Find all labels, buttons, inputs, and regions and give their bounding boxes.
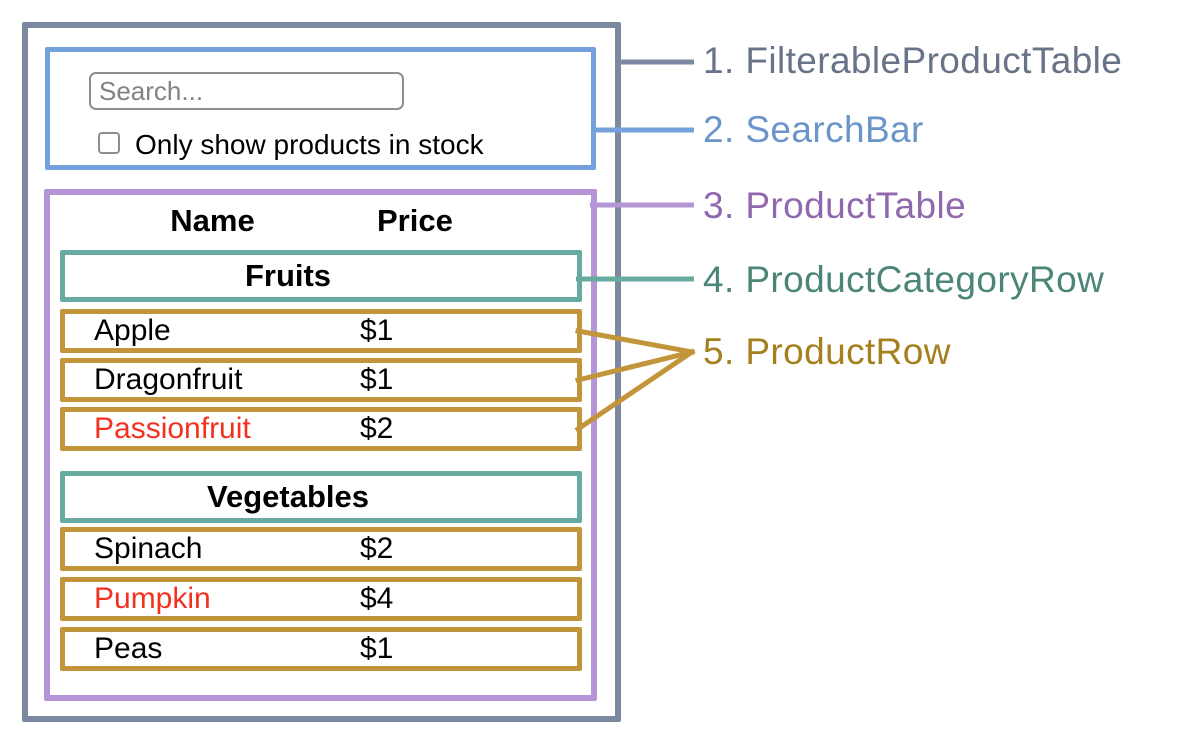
product-price: $1 [360,632,394,665]
column-header-name: Name [170,203,255,238]
product-name-out-of-stock: Pumpkin [94,582,211,615]
category-label: Vegetables [207,479,369,514]
legend-product-row: 5. ProductRow [703,331,951,372]
product-name-out-of-stock: Passionfruit [94,412,251,445]
product-price: $1 [360,363,394,396]
product-row-apple: Apple $1 [60,309,582,353]
product-name: Dragonfruit [94,363,243,396]
search-input[interactable] [89,72,404,110]
legend-search-bar: 2. SearchBar [703,109,924,150]
in-stock-checkbox-label: Only show products in stock [135,129,484,160]
product-name: Apple [94,314,171,347]
product-row-peas: Peas $1 [60,627,582,671]
category-row-fruits: Fruits [60,250,582,302]
product-row-passionfruit: Passionfruit $2 [60,407,582,451]
legend-product-category-row: 4. ProductCategoryRow [703,259,1105,300]
category-row-vegetables: Vegetables [60,471,582,523]
product-price: $1 [360,314,394,347]
product-price: $2 [360,412,394,445]
legend-filterable-product-table: 1. FilterableProductTable [703,40,1123,81]
table-header-row: Name Price [65,203,577,239]
product-row-pumpkin: Pumpkin $4 [60,577,582,621]
in-stock-checkbox[interactable] [98,132,120,154]
legend-product-table: 3. ProductTable [703,185,967,226]
product-row-dragonfruit: Dragonfruit $1 [60,358,582,402]
column-header-price: Price [377,203,453,238]
product-name: Peas [94,632,163,665]
product-name: Spinach [94,532,203,565]
category-label: Fruits [244,258,332,293]
product-price: $4 [360,582,394,615]
product-price: $2 [360,532,394,565]
product-row-spinach: Spinach $2 [60,527,582,571]
